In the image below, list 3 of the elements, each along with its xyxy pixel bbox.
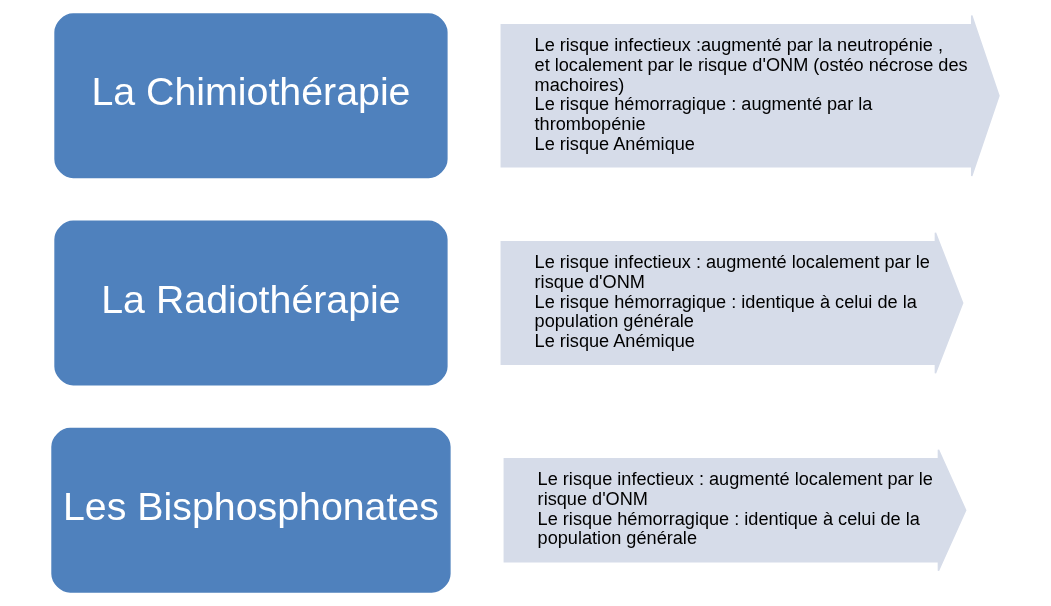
node-box: La Chimiothérapie (54, 13, 448, 179)
node-box: Les Bisphosphonates (51, 427, 451, 593)
node-box: La Radiothérapie (54, 220, 448, 386)
